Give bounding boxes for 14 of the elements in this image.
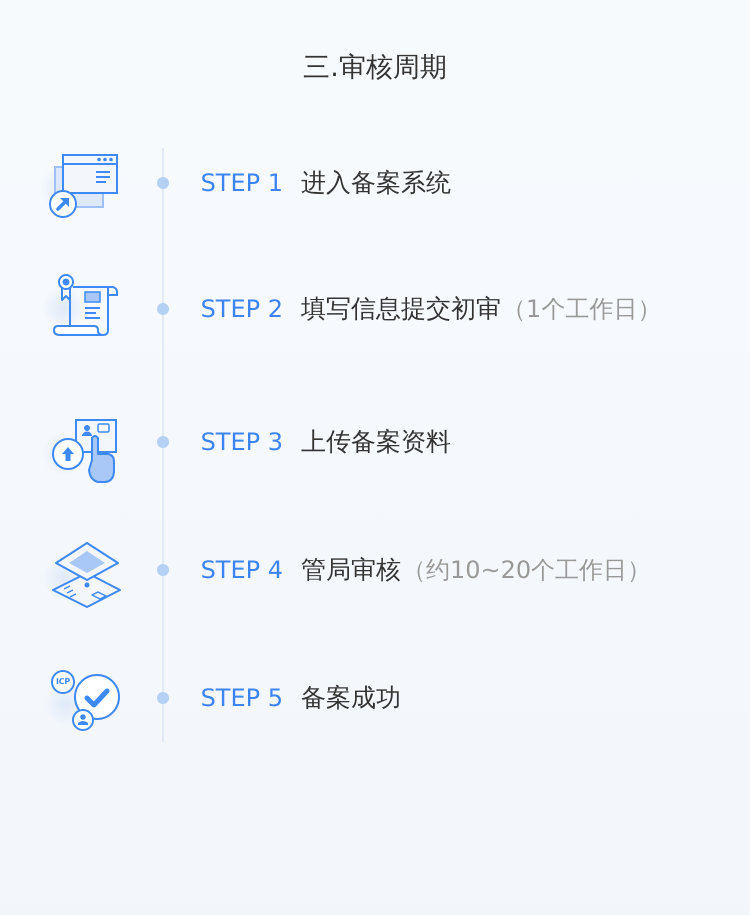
step-text: 进入备案系统: [301, 168, 451, 198]
step-label: STEP 1: [200, 168, 283, 198]
step-label: STEP 4: [200, 555, 283, 585]
step-text: 备案成功: [301, 683, 401, 713]
step-text: 管局审核: [301, 555, 401, 585]
step-text: 上传备案资料: [301, 427, 451, 457]
duration-note: （约10~20个工作日）: [402, 555, 652, 585]
heading: 三.审核周期: [303, 52, 447, 83]
step-label: STEP 3: [200, 427, 283, 457]
step-label: STEP 2: [200, 294, 283, 324]
step-label: STEP 5: [200, 683, 283, 713]
duration-note: （1个工作日）: [502, 294, 662, 324]
icp-badge: ICP: [51, 670, 75, 694]
step-text: 填写信息提交初审: [301, 294, 501, 324]
